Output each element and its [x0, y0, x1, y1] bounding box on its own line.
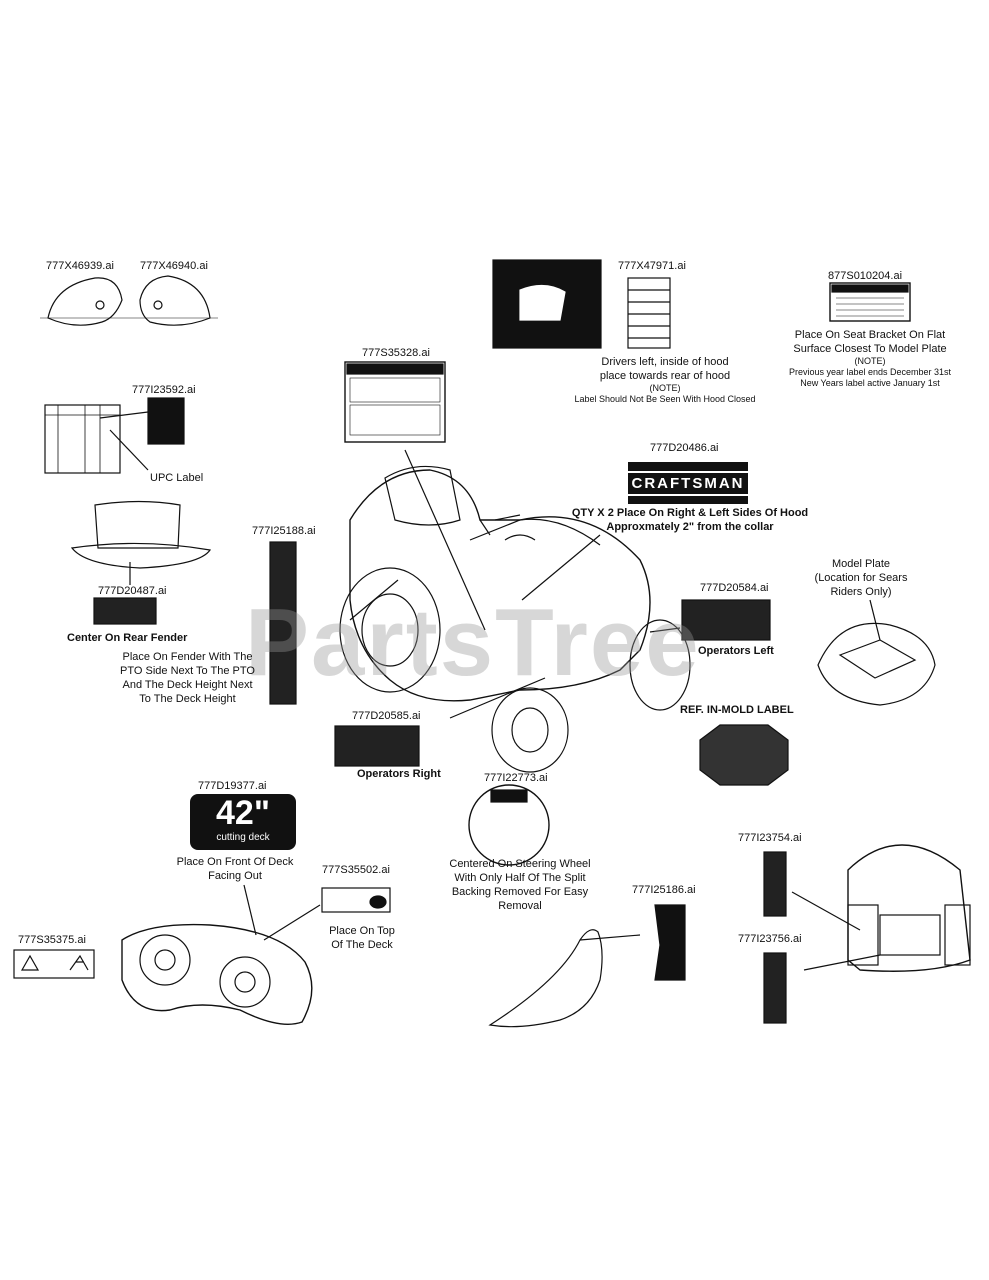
- caption: QTY X 2 Place On Right & Left Sides Of H…: [571, 507, 809, 533]
- caption: Place On Top Of The Deck: [329, 925, 395, 951]
- caption: Place On Front Of Deck Facing Out: [176, 856, 294, 882]
- part-number[interactable]: 777S35502.ai: [322, 864, 390, 876]
- part-number[interactable]: 777D20585.ai: [352, 710, 421, 722]
- part-number[interactable]: 777D20487.ai: [98, 585, 167, 597]
- part-number[interactable]: 777D20584.ai: [700, 582, 769, 594]
- deck-size-decal: 42" cutting deck: [190, 794, 296, 850]
- part-number[interactable]: 777X47971.ai: [618, 260, 686, 272]
- caption: Place On Fender With The PTO Side Next T…: [120, 651, 255, 705]
- part-number[interactable]: 777S35328.ai: [362, 347, 430, 359]
- part-number[interactable]: 777I23754.ai: [738, 832, 802, 844]
- caption: REF. IN-MOLD LABEL: [680, 704, 794, 716]
- caption: Centered On Steering Wheel With Only Hal…: [449, 858, 591, 912]
- part-number[interactable]: 777X46939.ai: [46, 260, 114, 272]
- caption: Operators Right: [357, 768, 441, 780]
- part-number[interactable]: 777I25186.ai: [632, 884, 696, 896]
- part-number[interactable]: 777I22773.ai: [484, 772, 548, 784]
- caption: Place On Seat Bracket On Flat Surface Cl…: [788, 329, 952, 388]
- part-number[interactable]: 777I23592.ai: [132, 384, 196, 396]
- caption: Drivers left, inside of hood place towar…: [574, 356, 756, 404]
- watermark: PartsTree: [245, 589, 701, 696]
- caption: Model Plate (Location for Sears Riders O…: [814, 558, 908, 598]
- part-number[interactable]: 777D19377.ai: [198, 780, 267, 792]
- callout-upc: UPC Label: [150, 472, 204, 484]
- part-number[interactable]: 777I25188.ai: [252, 525, 316, 537]
- caption: Center On Rear Fender: [67, 632, 188, 644]
- part-number[interactable]: 877S010204.ai: [828, 270, 903, 282]
- part-number[interactable]: 777D20486.ai: [650, 442, 719, 454]
- decal-left-shape: [47, 277, 123, 326]
- part-number[interactable]: 777S35375.ai: [18, 934, 86, 946]
- craftsman-decal: CRAFTSMAN: [623, 462, 753, 504]
- part-number[interactable]: 777I23756.ai: [738, 933, 802, 945]
- part-number[interactable]: 777X46940.ai: [140, 260, 208, 272]
- caption: Operators Left: [698, 645, 774, 657]
